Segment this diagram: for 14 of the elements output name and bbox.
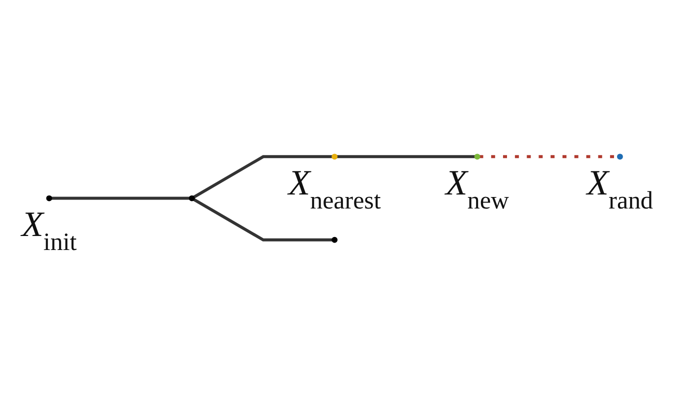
- tree-node-dot: [474, 154, 480, 160]
- node-label: X$_{init}$: [22, 204, 77, 256]
- tree-node-dot: [332, 154, 338, 160]
- node-label: X$_{nearest}$: [288, 162, 381, 214]
- tree-node-dot: [46, 195, 52, 202]
- node-label: X$_{new}$: [446, 162, 509, 214]
- connector-line: [192, 155, 333, 199]
- tree-node-dot: [332, 236, 338, 243]
- connector-line: [192, 198, 333, 242]
- node-label: X$_{rand}$: [586, 162, 654, 214]
- tree-node-dot: [188, 195, 195, 202]
- connector-line: [336, 155, 476, 158]
- connector-line: [51, 196, 190, 200]
- tree-node-dot: [617, 154, 623, 160]
